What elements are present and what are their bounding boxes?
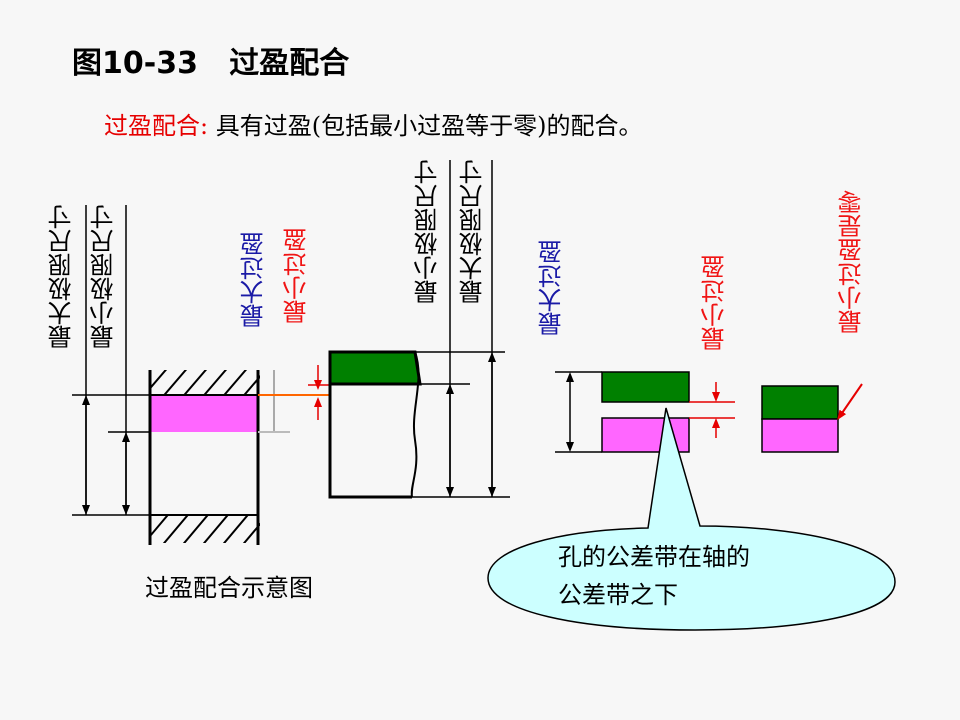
hole-zone-zero: [761, 418, 839, 453]
definition-text: 具有过盈(包括最小过盈等于零)的配合。: [208, 112, 643, 140]
label-min-interference: 最小过盈: [283, 228, 311, 324]
label-shaft-max-size: 最大极限尺寸: [459, 160, 487, 304]
hole-magenta-zone: [150, 395, 258, 432]
label-zone-min-zero: 最小过盈是零: [838, 190, 866, 334]
callout-bubble: [487, 407, 896, 631]
label-hole-max-size: 最大极限尺寸: [48, 205, 76, 349]
diagram-caption: 过盈配合示意图: [145, 574, 313, 602]
shaft-dimension-lines: [412, 160, 510, 498]
hole-dimension-lines: [72, 205, 150, 516]
tolerance-zone-diagram: [555, 371, 863, 453]
definition-line: 过盈配合: 具有过盈(包括最小过盈等于零)的配合。: [104, 106, 642, 141]
label-max-interference: 最大过盈: [240, 232, 268, 328]
label-zone-max-interference: 最大过盈: [538, 240, 566, 336]
label-zone-min-interference: 最小过盈: [701, 255, 729, 351]
page-title: 图10-33 过盈配合: [72, 46, 350, 81]
shaft-green-zone: [328, 350, 422, 386]
interference-indicators: [258, 365, 330, 433]
label-shaft-min-size: 最小极限尺寸: [414, 160, 442, 304]
hole-section: [148, 370, 260, 545]
callout-line-2: 公差带之下: [558, 581, 678, 609]
shaft-section: [328, 350, 422, 499]
shaft-zone-zero: [761, 385, 839, 420]
label-hole-min-size: 最小极限尺寸: [90, 205, 118, 349]
shaft-tolerance-zone: [601, 371, 690, 403]
definition-term: 过盈配合:: [104, 112, 209, 140]
callout-line-1: 孔的公差带在轴的: [558, 543, 750, 571]
callout-text: 孔的公差带在轴的 公差带之下: [558, 538, 848, 614]
